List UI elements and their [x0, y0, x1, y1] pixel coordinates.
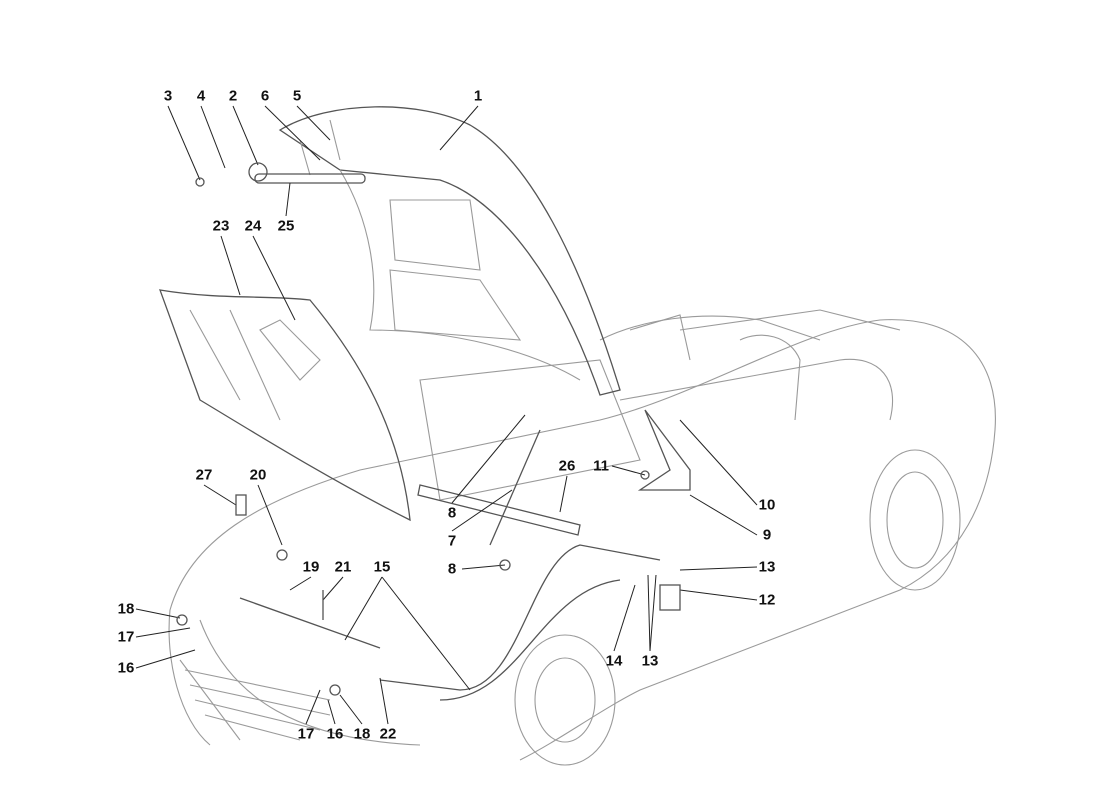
callout-label-18a: 18 — [117, 600, 135, 618]
callout-label-12: 12 — [758, 591, 776, 609]
callout-label-16b: 16 — [326, 725, 344, 743]
callout-label-17a: 17 — [117, 628, 135, 646]
callout-label-23: 23 — [212, 217, 230, 235]
callout-label-22: 22 — [379, 725, 397, 743]
small-parts — [176, 162, 681, 696]
callout-label-2: 2 — [228, 87, 238, 105]
callout-label-10: 10 — [758, 496, 776, 514]
callout-label-21: 21 — [334, 558, 352, 576]
callout-label-13a: 13 — [758, 558, 776, 576]
callout-label-8a: 8 — [447, 504, 457, 522]
callout-label-5: 5 — [292, 87, 302, 105]
leader-lines — [135, 105, 758, 725]
callout-label-11: 11 — [593, 457, 609, 475]
side-seal — [417, 484, 581, 536]
gas-strut — [489, 429, 541, 546]
callout-label-18b: 18 — [353, 725, 371, 743]
callout-label-7: 7 — [447, 532, 457, 550]
release-cable-2 — [439, 579, 621, 701]
callout-label-1: 1 — [473, 87, 483, 105]
release-cable — [239, 597, 381, 649]
callout-label-14: 14 — [605, 652, 623, 670]
callout-label-4: 4 — [196, 87, 206, 105]
release-cable-long — [379, 544, 661, 691]
callout-label-20: 20 — [249, 466, 267, 484]
callout-label-15: 15 — [373, 558, 391, 576]
callout-label-3: 3 — [163, 87, 173, 105]
bonnet-insulation-panel — [159, 289, 411, 522]
car-body-outline — [168, 309, 996, 766]
hinge — [637, 409, 691, 491]
callout-label-6: 6 — [260, 87, 270, 105]
bonnet-open — [278, 106, 621, 396]
callout-label-9: 9 — [762, 526, 772, 544]
callout-label-16a: 16 — [117, 659, 135, 677]
seal-strip — [254, 173, 366, 184]
callout-label-24: 24 — [244, 217, 262, 235]
callout-label-17b: 17 — [297, 725, 315, 743]
callout-label-25: 25 — [277, 217, 295, 235]
callout-label-8b: 8 — [447, 560, 457, 578]
callout-label-26: 26 — [558, 457, 576, 475]
callout-label-19: 19 — [302, 558, 320, 576]
callout-label-13b: 13 — [641, 652, 659, 670]
callout-label-27: 27 — [195, 466, 213, 484]
